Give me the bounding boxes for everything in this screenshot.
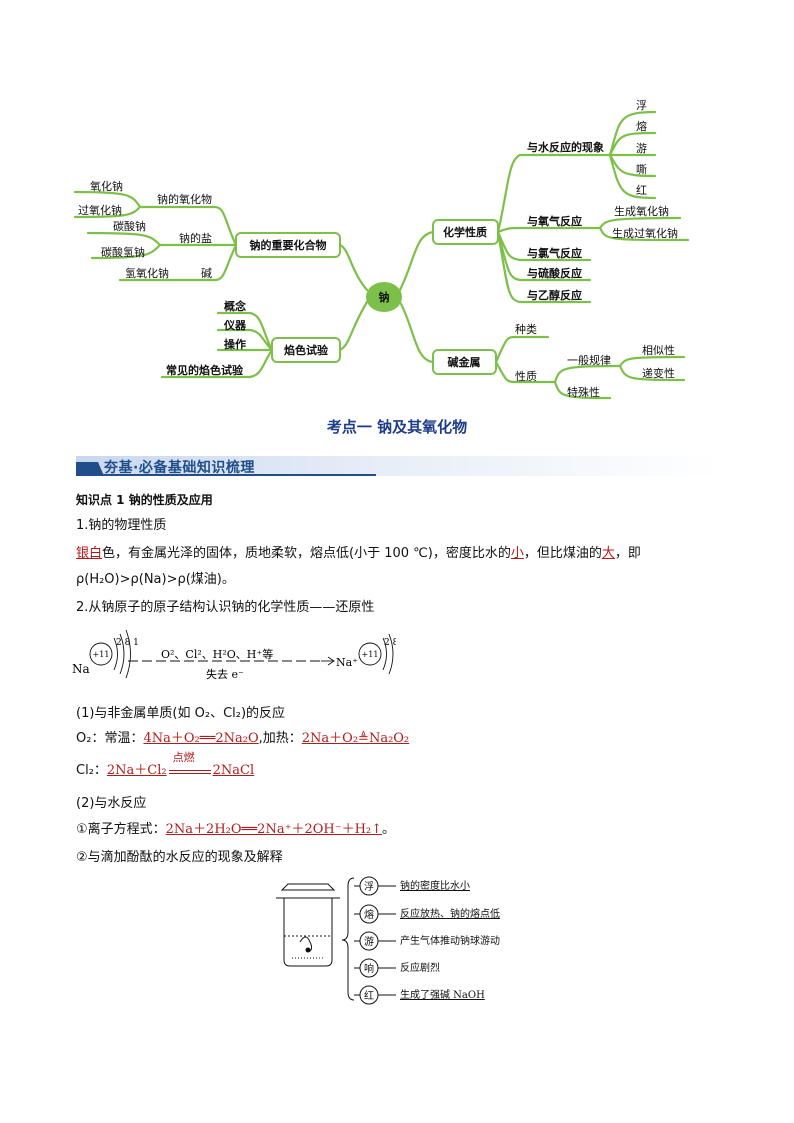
phen-char-xiang: 响	[364, 962, 374, 975]
ion-eq-end: 。	[382, 822, 396, 837]
cl2-line: Cl₂：2Na＋Cl₂ 点燃 2NaCl	[76, 751, 255, 779]
reagents-label: O²、Cl²、H²O、H⁺等	[161, 647, 273, 661]
mm-base-group: 碱	[201, 267, 212, 280]
phen-text-hong: 生成了强碱 NaOH	[400, 988, 485, 1001]
mm-alkali-gradient: 递变性	[642, 366, 675, 380]
cl2-label: Cl₂：	[76, 763, 107, 778]
mm-na2o: 氧化钠	[90, 179, 123, 193]
phenomena-diagram: 浮 熔 游 响 红 钠的密度比水小 反应放热、钠的熔点低 产生气体推动钠球游动 …	[276, 876, 500, 1005]
na-atom-label: Na	[72, 662, 90, 676]
answer-silver: 银白	[76, 546, 103, 561]
mm-oxide-group: 钠的氧化物	[157, 192, 212, 206]
ion-eq-line: ①离子方程式：2Na＋2H₂O══2Na⁺＋2OH⁻＋H₂↑。	[76, 822, 395, 838]
mm-ethanol: 与乙醇反应	[527, 288, 582, 302]
mm-flame-common: 常见的焰色试验	[166, 363, 244, 377]
mm-alkali-general: 一般规律	[567, 353, 611, 367]
ion-nucleus: +11	[362, 650, 379, 659]
mm-na2co3: 碳酸钠	[113, 219, 146, 233]
phen-text-xiang: 反应剧烈	[400, 961, 440, 974]
o2-label: O₂：常温：	[76, 731, 144, 746]
mm-water-label: 与水反应的现象	[527, 140, 604, 154]
mm-alkali-special: 特殊性	[567, 385, 600, 399]
mm-oxygen-label: 与氧气反应	[527, 214, 582, 228]
mm-alkali-kind: 种类	[515, 322, 537, 336]
phys-line1: 银白色，有金属光泽的固体，质地柔软，熔点低(小于 100 ℃)，密度比水的小，但…	[76, 546, 641, 562]
mm-chlorine: 与氯气反应	[527, 246, 582, 260]
mm-water-si: 嘶	[636, 163, 647, 176]
mm-naoh: 氢氧化钠	[125, 266, 169, 280]
mm-flame-instrument: 仪器	[223, 319, 247, 332]
na-nucleus: +11	[93, 650, 110, 659]
kp1-heading: 知识点 1 钠的性质及应用	[76, 493, 213, 507]
phys-text3: ，即	[614, 546, 641, 561]
r2-heading: (2)与水反应	[76, 796, 147, 811]
mm-oxygen-na2o: 生成氧化钠	[614, 204, 669, 218]
cl2-eq-left: 2Na＋Cl₂	[106, 763, 167, 778]
o2-line: O₂：常温：4Na＋O₂══2Na₂O,加热：2Na＋O₂≜Na₂O₂	[76, 731, 409, 747]
phen-char-fu: 浮	[364, 881, 374, 893]
phen-char-hong: 红	[364, 989, 374, 1002]
phys-text: 色，有金属光泽的固体，质地柔软，熔点低(小于 100 ℃)，密度比水的	[102, 546, 511, 561]
mm-nahco3: 碳酸氢钠	[101, 245, 145, 259]
page-title: 考点一 钠及其氧化物	[326, 418, 468, 436]
o2-eq-heat: 2Na＋O₂≜Na₂O₂	[301, 731, 410, 746]
answer-large: 大	[601, 546, 615, 561]
cl2-condition: 点燃	[172, 751, 195, 764]
s2-heading: 2.从钠原子的原子结构认识钠的化学性质——还原性	[76, 600, 375, 615]
phys-text2: ，但比煤油的	[523, 546, 602, 561]
mm-alkali-prop: 性质	[515, 369, 537, 383]
na-shells: 2 8 1	[116, 638, 139, 648]
band-title: 夯基·必备基础知识梳理	[104, 460, 255, 476]
mm-flame-operation: 操作	[224, 337, 246, 351]
phen-text-rong: 反应放热、钠的熔点低	[400, 907, 500, 920]
o2-eq-room: 4Na＋O₂══2Na₂O	[143, 731, 259, 746]
mm-na2o2: 过氧化钠	[78, 203, 122, 217]
r1-heading: (1)与非金属单质(如 O₂、Cl₂)的反应	[76, 706, 286, 721]
mm-salt-group: 钠的盐	[179, 231, 212, 245]
center-node: 钠	[379, 290, 390, 304]
mm-oxygen-na2o2: 生成过氧化钠	[612, 226, 678, 240]
answer-small: 小	[510, 546, 524, 561]
flame-box: 焰色试验	[284, 343, 329, 357]
mindmap: 钠 钠的重要化合物 焰色试验 化学性质 碱金属 钠的氧化物 氧化钠 过氧化钠 钠…	[73, 99, 690, 400]
na-ion-label: Na⁺	[336, 656, 358, 669]
mm-water-fu: 浮	[636, 99, 647, 112]
mm-alkali-similar: 相似性	[642, 343, 675, 357]
atom-diagram: Na +11 2 8 1 O²、Cl²、H²O、H⁺等 失去 e⁻ Na⁺ +1…	[72, 629, 396, 681]
o2-mid: ,加热：	[258, 731, 302, 746]
phen-text-you: 产生气体推动钠球游动	[400, 934, 500, 947]
mm-sulfuric: 与硫酸反应	[527, 266, 582, 280]
section-band	[76, 456, 718, 476]
phen-heading: ②与滴加酚酞的水反应的现象及解释	[76, 850, 283, 865]
ion-eq-label: ①离子方程式：	[76, 822, 166, 837]
mm-water-you: 游	[636, 142, 647, 155]
mm-flame-concept: 概念	[224, 299, 247, 313]
phen-char-rong: 熔	[364, 908, 374, 921]
lose-electron-label: 失去 e⁻	[206, 668, 244, 681]
cl2-condition-arrow: 点燃	[167, 751, 213, 779]
phen-text-fu: 钠的密度比水小	[400, 879, 470, 892]
mm-water-rong: 熔	[636, 119, 647, 133]
ion-equation: 2Na＋2H₂O══2Na⁺＋2OH⁻＋H₂↑	[165, 822, 383, 837]
chem-box: 化学性质	[443, 225, 487, 239]
alkali-box: 碱金属	[448, 355, 481, 369]
s1-heading: 1.钠的物理性质	[76, 518, 167, 533]
ion-shells: 2 8	[384, 638, 396, 648]
phen-char-you: 游	[364, 935, 374, 948]
mm-water-hong: 红	[636, 184, 647, 197]
compounds-box: 钠的重要化合物	[250, 238, 327, 252]
phys-line2: ρ(H₂O)>ρ(Na)>ρ(煤油)。	[76, 572, 235, 587]
cl2-eq-right: 2NaCl	[212, 763, 255, 778]
